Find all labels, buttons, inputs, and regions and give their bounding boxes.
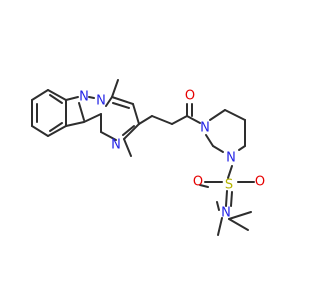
atom-label-o-carbonyl: O [185, 89, 195, 104]
atom-label-n-piperazine-bottom: N [226, 151, 236, 166]
atom-label-n-pyrazole: N [79, 90, 89, 105]
atom-label-s-sulfonyl: S [225, 178, 233, 193]
atom-label-n-pyrimidine: N [111, 138, 121, 153]
atom-label-o-sulfonyl-1: O [193, 175, 203, 190]
atom-label-n-piperazine-top: N [200, 121, 210, 136]
atom-label-o-sulfonyl-2: O [255, 175, 265, 190]
molecule-structure: N N N O N N S O O N [31, 79, 265, 236]
atom-labels: N N N O N N S O O N [79, 89, 265, 221]
atom-label-n-dimethylamine: N [221, 206, 231, 221]
bond-lines [31, 79, 255, 236]
atom-label-n-bridge: N [96, 94, 106, 109]
